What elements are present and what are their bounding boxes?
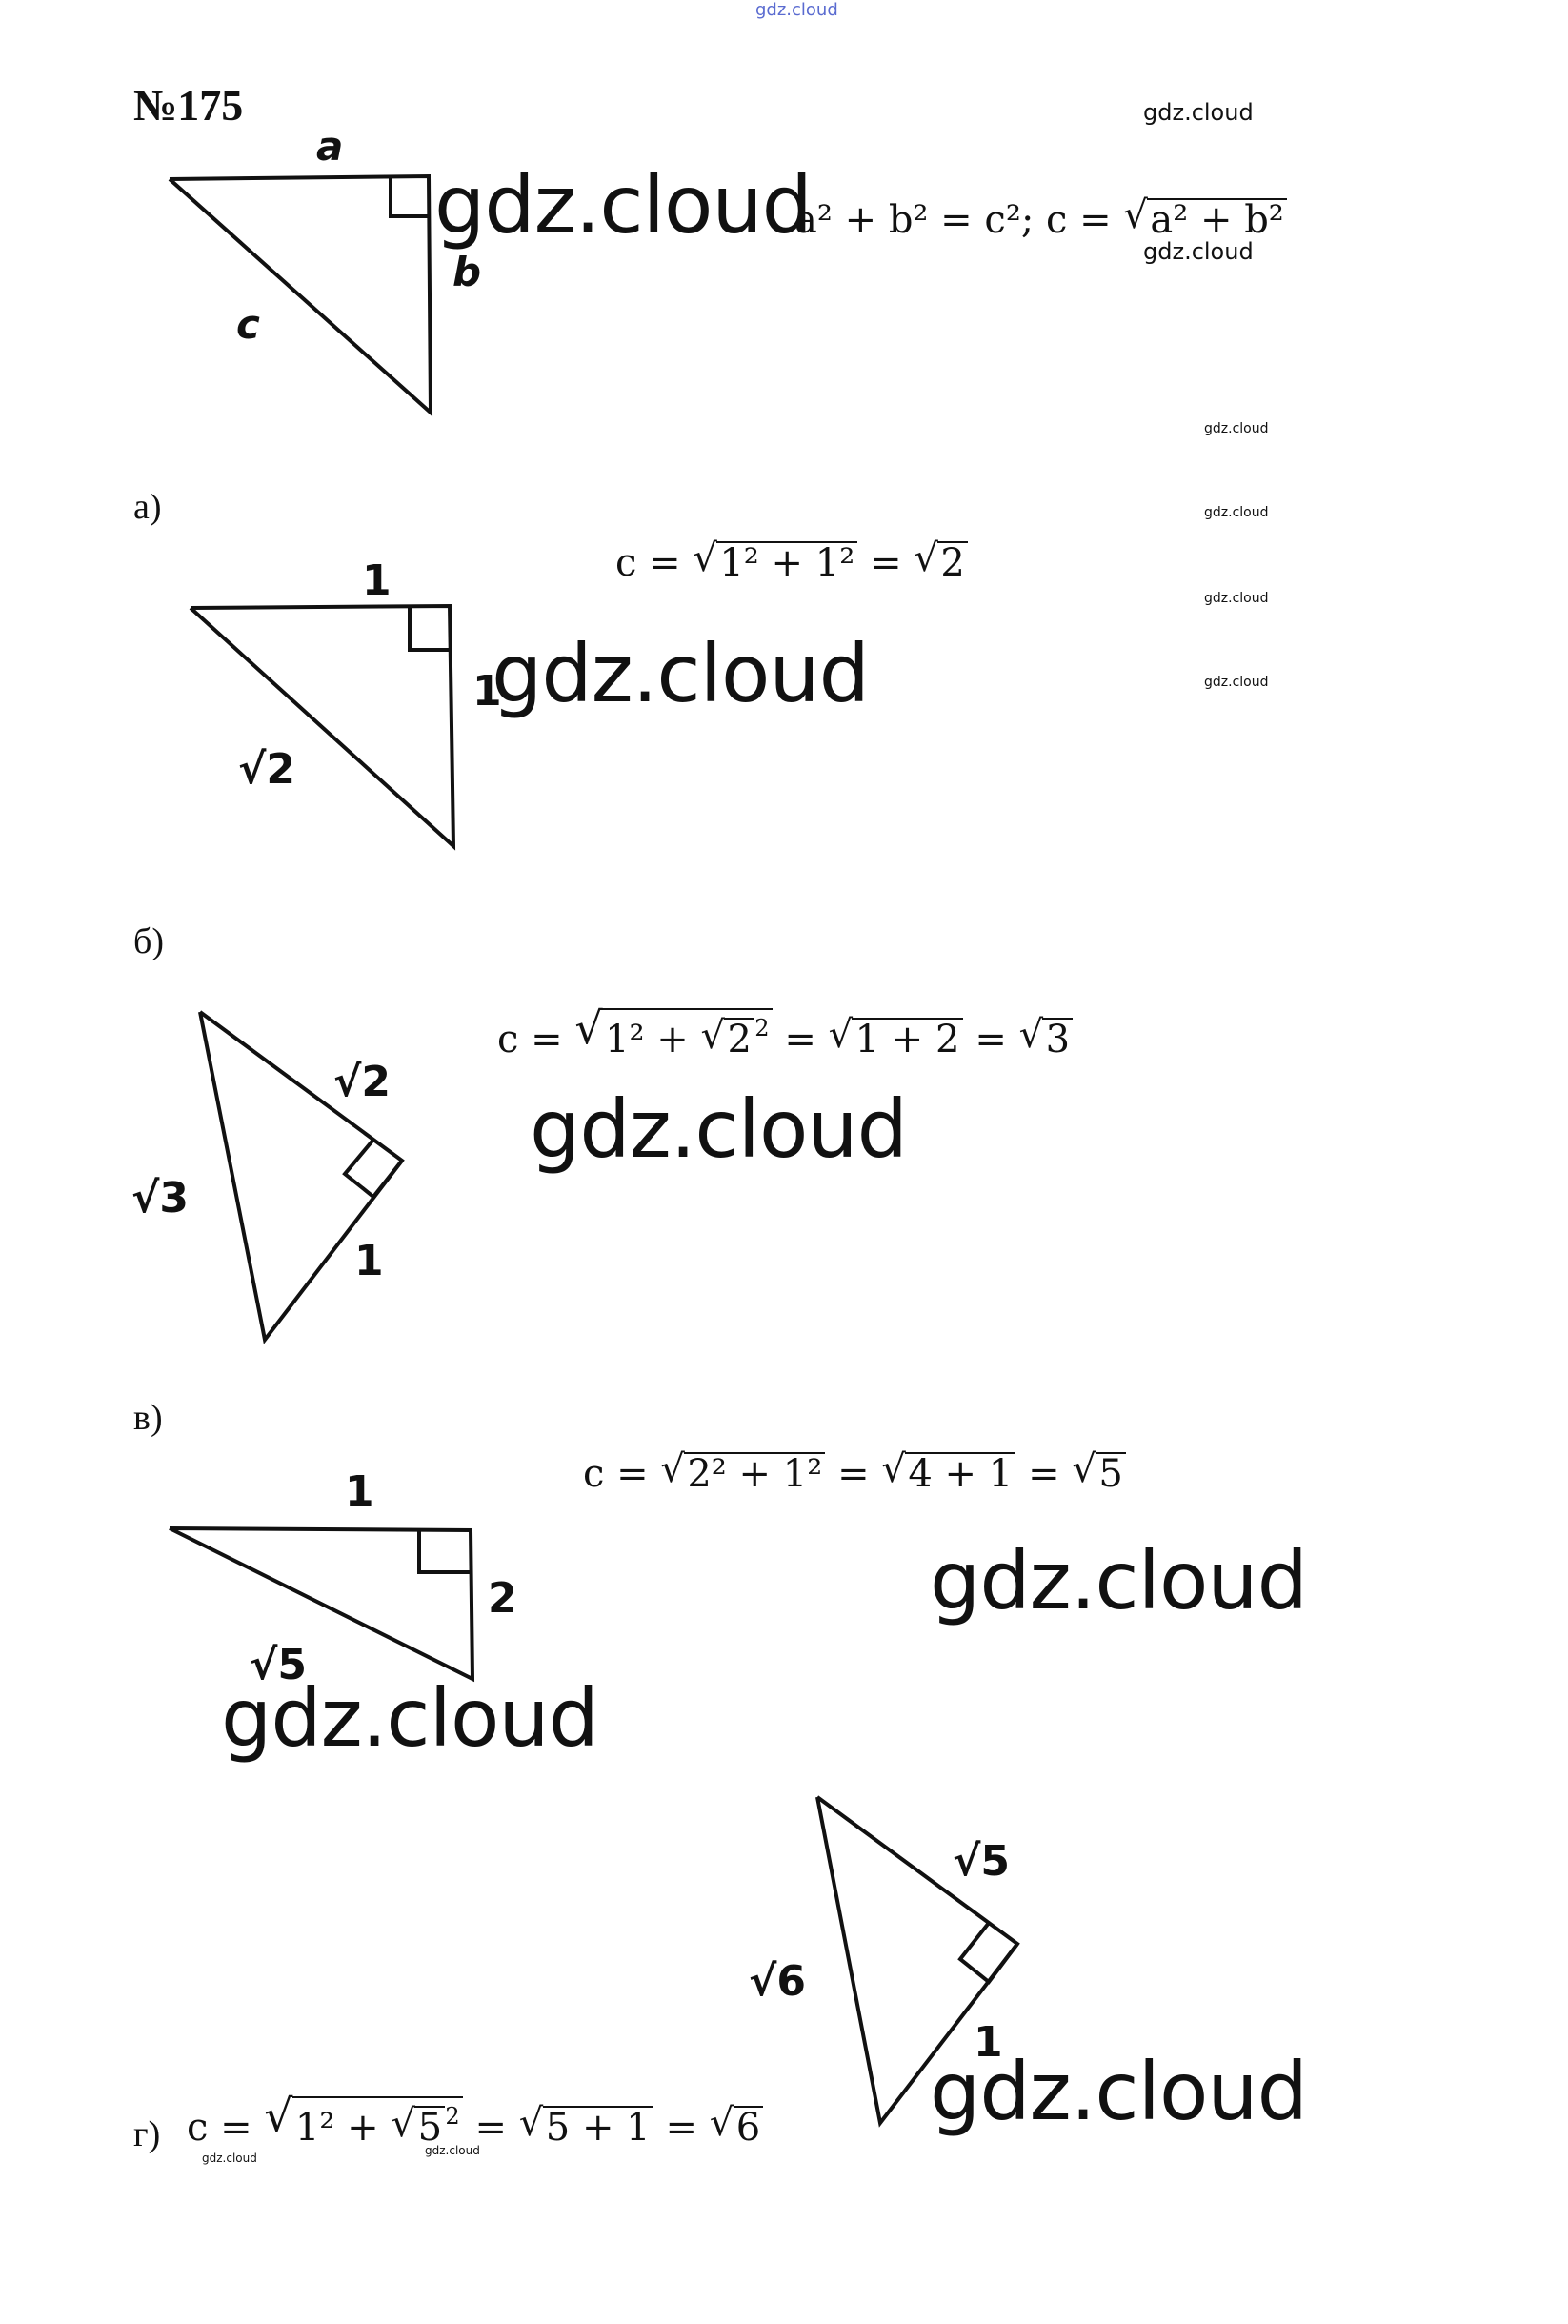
watermark-large: gdz.cloud [492,627,870,720]
label-g-upper: √5 [953,1837,1010,1886]
label-a-right: 1 [472,667,502,716]
watermark-small: gdz.cloud [1143,99,1254,126]
part-a-label: а) [133,487,162,527]
watermark-large: gdz.cloud [930,2045,1308,2138]
label-g-left: √6 [749,1957,806,2006]
label-a-hyp: √2 [238,745,295,794]
watermark-small: gdz.cloud [1143,238,1254,265]
label-b-upper: √2 [333,1058,391,1106]
watermark-large: gdz.cloud [930,1534,1308,1627]
label-c: c [236,301,260,348]
watermark-large: gdz.cloud [530,1082,908,1176]
part-g-label: г) [133,2114,161,2154]
label-a-top: 1 [362,556,392,605]
formula-intro: a² + b² = c²; c = a² + b² [794,196,1288,240]
label-v-right: 2 [488,1574,517,1623]
triangle-intro [168,173,433,417]
watermark-tiny: gdz.cloud [202,2152,257,2165]
triangle-b [198,1010,405,1344]
formula-part-b: c = 1² + 22 = 1 + 2 = 3 [497,1006,1074,1060]
formula-part-g: c = 1² + 52 = 5 + 1 = 6 [187,2094,764,2148]
triangle-v [169,1526,475,1683]
watermark-tiny: gdz.cloud [425,2144,480,2157]
triangle-a [189,603,456,851]
triangle-g [815,1795,1020,2128]
label-b: b [452,249,481,295]
watermark-tiny: gdz.cloud [1204,421,1269,436]
problem-number: №175 [133,81,244,130]
watermark-large: gdz.cloud [221,1671,599,1765]
label-v-top: 1 [345,1467,374,1516]
part-b-label: б) [133,921,164,961]
formula-part-a: c = 1² + 1² = 2 [615,539,969,583]
watermark-tiny: gdz.cloud [1204,675,1269,690]
header-watermark: gdz.cloud [755,0,838,20]
part-v-label: в) [133,1398,163,1438]
label-b-left: √3 [131,1174,189,1223]
watermark-tiny: gdz.cloud [1204,591,1269,606]
label-a: a [316,123,343,170]
watermark-large: gdz.cloud [434,158,813,252]
formula-part-v: c = 2² + 1² = 4 + 1 = 5 [583,1450,1126,1494]
label-b-lower: 1 [354,1237,384,1285]
label-g-lower: 1 [974,2018,1003,2067]
watermark-tiny: gdz.cloud [1204,505,1269,520]
label-v-hyp: √5 [250,1641,307,1689]
